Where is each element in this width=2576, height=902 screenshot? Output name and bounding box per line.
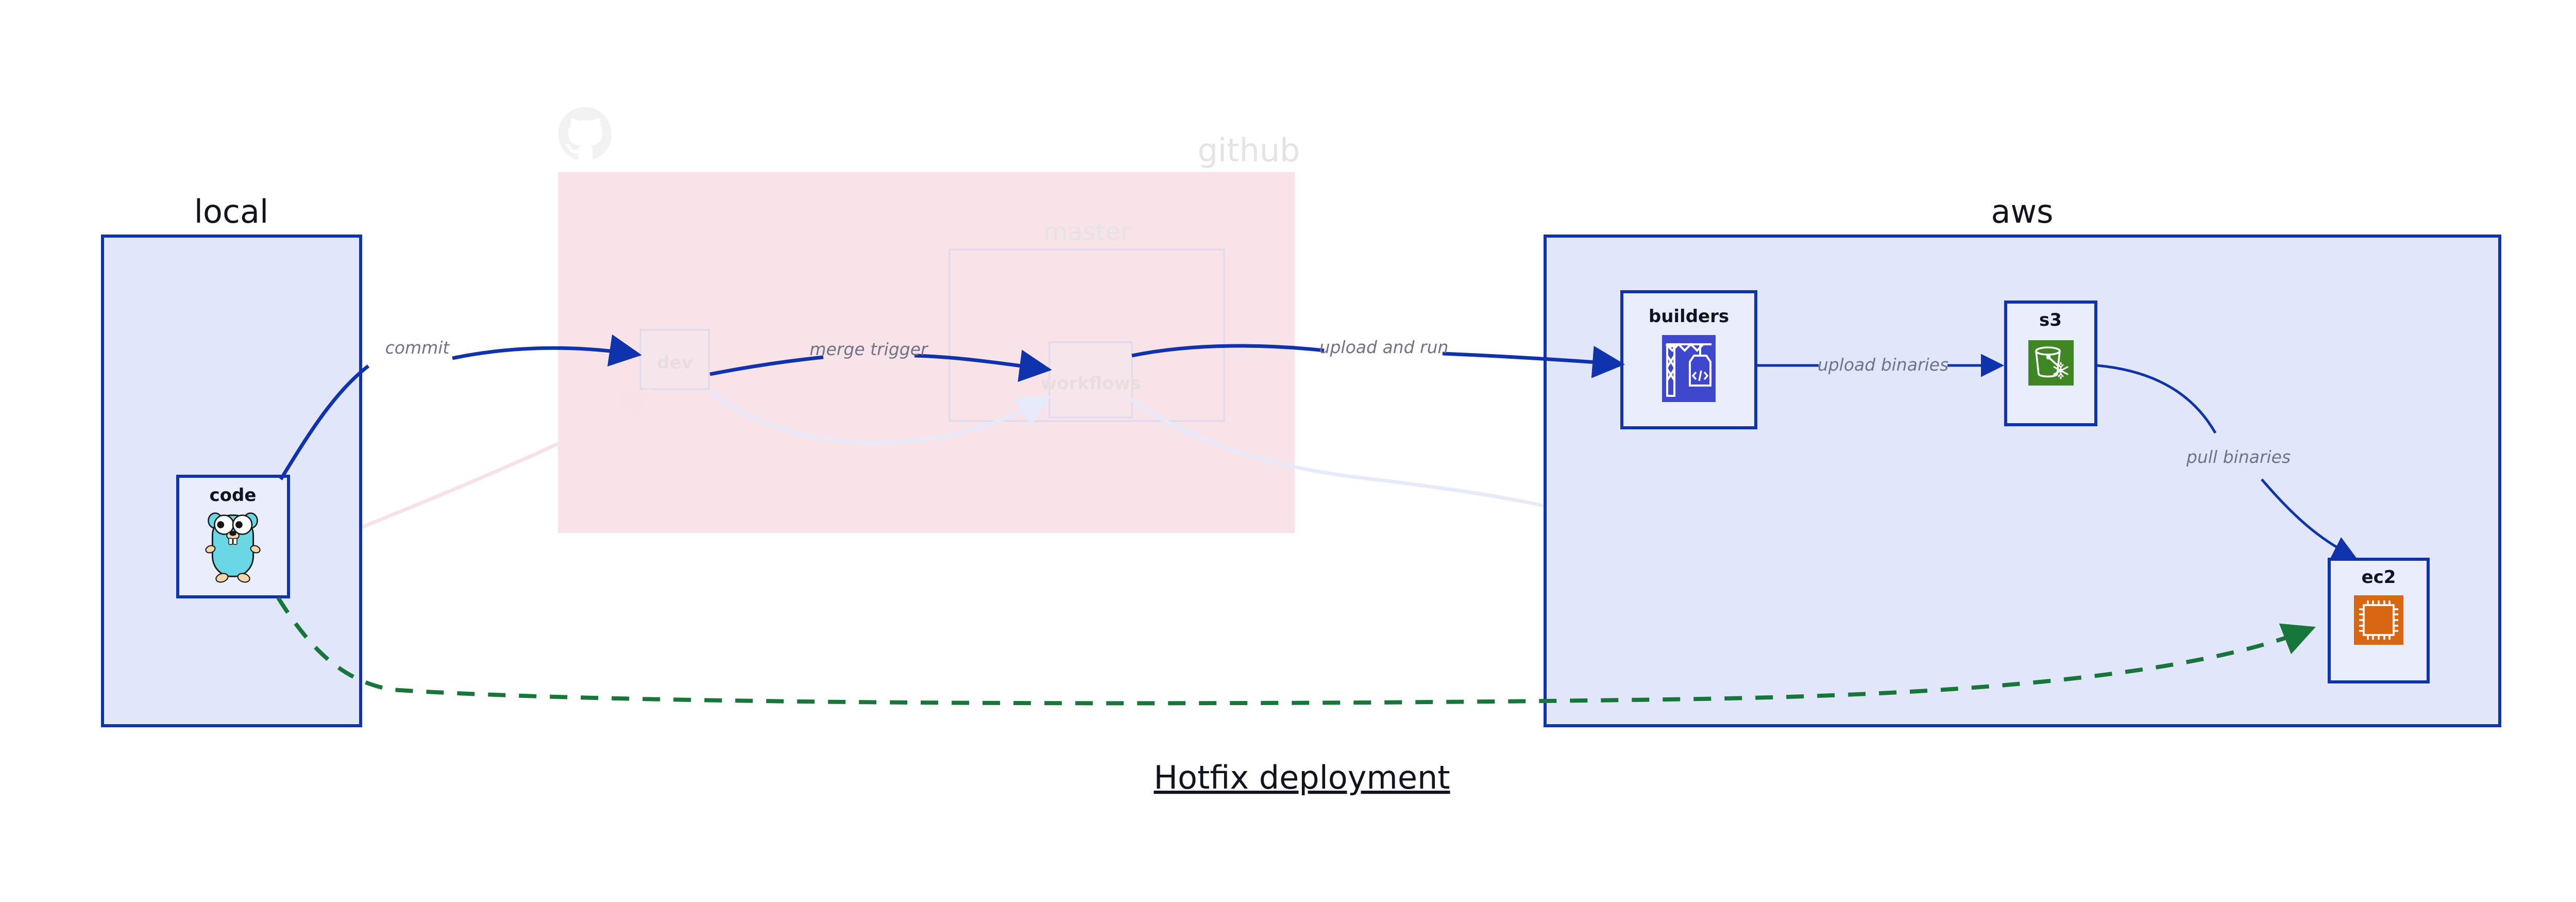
node-dev[interactable]: dev	[639, 329, 710, 390]
node-dev-label: dev	[657, 353, 693, 373]
group-aws-label: aws	[1991, 193, 2053, 230]
go-gopher-icon	[205, 512, 261, 583]
subgroup-master: master	[948, 218, 1225, 422]
github-octocat-icon	[558, 107, 612, 160]
group-aws: aws builders	[1544, 193, 2501, 727]
node-workflows-rect[interactable]	[1048, 341, 1133, 419]
node-code[interactable]: code	[176, 475, 290, 598]
node-ec2[interactable]: ec2	[2328, 558, 2430, 683]
group-local-label: local	[194, 193, 268, 230]
group-github: github master dev workflows	[558, 107, 1300, 533]
node-workflows[interactable]: workflows	[1041, 341, 1141, 419]
subgroup-master-label: master	[1043, 218, 1131, 246]
edge-merge-trigger-label: merge trigger	[809, 339, 929, 359]
diagram-title: Hotfix deployment	[1154, 759, 1450, 796]
node-s3[interactable]: s3	[2004, 300, 2097, 426]
edge-merge-trigger-path	[709, 355, 824, 376]
node-code-label: code	[210, 485, 257, 506]
aws-s3-glacier-icon	[2028, 340, 2074, 386]
edge-pull-binaries-path	[2096, 364, 2217, 434]
node-builders[interactable]: builders	[1620, 290, 1757, 429]
aws-ec2-chip-icon	[2354, 595, 2403, 645]
edges: commit merge trigger upload and run uplo…	[276, 334, 2357, 706]
subgroup-master-rect	[948, 248, 1225, 422]
edge-commit-path-2	[452, 334, 642, 367]
node-dev-rect[interactable]	[639, 329, 710, 390]
edge-pull-binaries-path-2	[2261, 478, 2357, 558]
edge-commit-path	[279, 364, 370, 480]
node-ec2-label: ec2	[2362, 567, 2396, 588]
node-workflows-label: workflows	[1041, 373, 1141, 394]
aws-codebuild-icon	[1662, 335, 1716, 402]
edge-upload-and-run-path-2	[1442, 345, 1625, 378]
edge-upload-and-run-path	[1131, 344, 1325, 358]
edge-merge-trigger-path-2	[914, 349, 1052, 382]
edge-hotfix-direct-path	[276, 596, 2316, 706]
edge-upload-binaries-label: upload binaries	[1818, 355, 1948, 375]
edge-pull-binaries-label: pull binaries	[2186, 447, 2291, 467]
edge-upload-and-run-label: upload and run	[1319, 337, 1449, 357]
edge-dim-dev-workflows	[708, 390, 1052, 445]
node-builders-label: builders	[1649, 306, 1729, 327]
edge-commit-label: commit	[385, 338, 450, 358]
group-local: local code	[101, 193, 362, 727]
group-github-label: github	[1198, 131, 1300, 169]
node-s3-label: s3	[2039, 310, 2062, 330]
